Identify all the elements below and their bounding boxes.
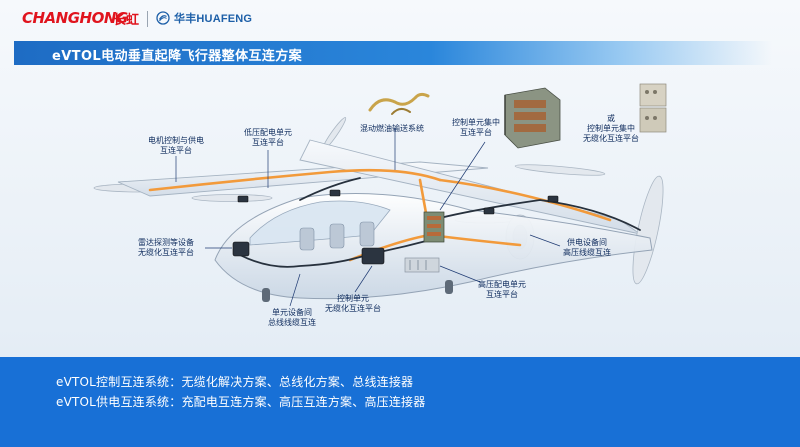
label-low-voltage-line2: 互连平台 bbox=[252, 138, 284, 147]
evtol-diagram: 电机控制与供电 互连平台 低压配电单元 互连平台 混动燃油输送系统 控制单元集中… bbox=[0, 70, 800, 355]
label-high-voltage-line2: 互连平台 bbox=[486, 290, 518, 299]
label-wireless-hub-line3: 无缆化互连平台 bbox=[583, 134, 639, 143]
aircraft-illustration bbox=[93, 83, 667, 307]
label-wireless-hub-line1: 或 bbox=[607, 114, 615, 123]
label-fuel-system: 混动燃油输送系统 bbox=[360, 124, 424, 134]
label-wireless-hub-line2: 控制单元集中 bbox=[587, 124, 635, 133]
equipment-units bbox=[232, 189, 559, 265]
label-low-voltage: 低压配电单元 互连平台 bbox=[244, 128, 292, 148]
label-motor-line1: 电机控制与供电 bbox=[148, 136, 204, 145]
leader-lines bbox=[175, 128, 561, 307]
label-radar-line1: 雷达探测等设备 bbox=[138, 238, 194, 247]
label-motor-line2: 互连平台 bbox=[160, 146, 192, 155]
label-power-harness-line1: 供电设备间 bbox=[567, 238, 607, 247]
footer-line-control: eVTOL控制互连系统：无缆化解决方案、总线化方案、总线连接器 bbox=[56, 375, 414, 389]
label-low-voltage-line1: 低压配电单元 bbox=[244, 128, 292, 137]
huafeng-emblem-icon bbox=[156, 11, 170, 25]
landing-gear bbox=[262, 280, 453, 302]
label-power-harness-line2: 高压线缆互连 bbox=[563, 248, 611, 257]
cabin-seats bbox=[299, 221, 375, 251]
changhong-logo: CHANGHONG bbox=[22, 9, 128, 27]
fuel-hose-icon bbox=[368, 92, 430, 115]
label-control-hub-line1: 控制单元集中 bbox=[452, 118, 500, 127]
label-motor-platform: 电机控制与供电 互连平台 bbox=[148, 136, 204, 156]
label-fuel-line1: 混动燃油输送系统 bbox=[360, 124, 424, 133]
label-high-voltage-line1: 高压配电单元 bbox=[478, 280, 526, 289]
label-bus-harness-line1: 单元设备间 bbox=[272, 308, 312, 317]
label-power-harness: 供电设备间 高压线缆互连 bbox=[563, 238, 611, 258]
label-control-unit-line1: 控制单元 bbox=[337, 294, 369, 303]
control-hub-cabinet bbox=[504, 87, 561, 149]
page-title: eVTOL电动垂直起降飞行器整体互连方案 bbox=[52, 49, 303, 64]
label-control-hub: 控制单元集中 互连平台 bbox=[452, 118, 500, 138]
hv-distribution-unit bbox=[404, 257, 440, 273]
label-control-unit: 控制单元 无缆化互连平台 bbox=[325, 294, 381, 314]
label-control-unit-line2: 无缆化互连平台 bbox=[325, 304, 381, 313]
title-bar: eVTOL电动垂直起降飞行器整体互连方案 bbox=[14, 41, 772, 65]
wireless-hub-module bbox=[639, 83, 667, 133]
changhong-logo-cn: 长虹 bbox=[113, 13, 140, 28]
huafeng-logo-text: 华丰HUAFENG bbox=[174, 13, 253, 25]
label-bus-harness: 单元设备间 总线线缆互连 bbox=[268, 308, 316, 328]
label-wireless-hub: 或 控制单元集中 无缆化互连平台 bbox=[583, 114, 639, 144]
control-hub-rack bbox=[423, 211, 445, 243]
footer-panel: eVTOL控制互连系统：无缆化解决方案、总线化方案、总线连接器 eVTOL供电互… bbox=[0, 357, 800, 447]
label-radar: 雷达探测等设备 无缆化互连平台 bbox=[138, 238, 194, 258]
huafeng-logo: 华丰HUAFENG bbox=[156, 8, 252, 28]
label-control-hub-line2: 互连平台 bbox=[460, 128, 492, 137]
label-high-voltage: 高压配电单元 互连平台 bbox=[478, 280, 526, 300]
label-radar-line2: 无缆化互连平台 bbox=[138, 248, 194, 257]
logo-divider bbox=[147, 11, 148, 27]
label-bus-harness-line2: 总线线缆互连 bbox=[268, 318, 316, 327]
footer-line-power: eVTOL供电互连系统：充配电互连方案、高压互连方案、高压连接器 bbox=[56, 395, 426, 409]
logo-bar: CHANGHONG 长虹 华丰HUAFENG bbox=[0, 0, 800, 34]
